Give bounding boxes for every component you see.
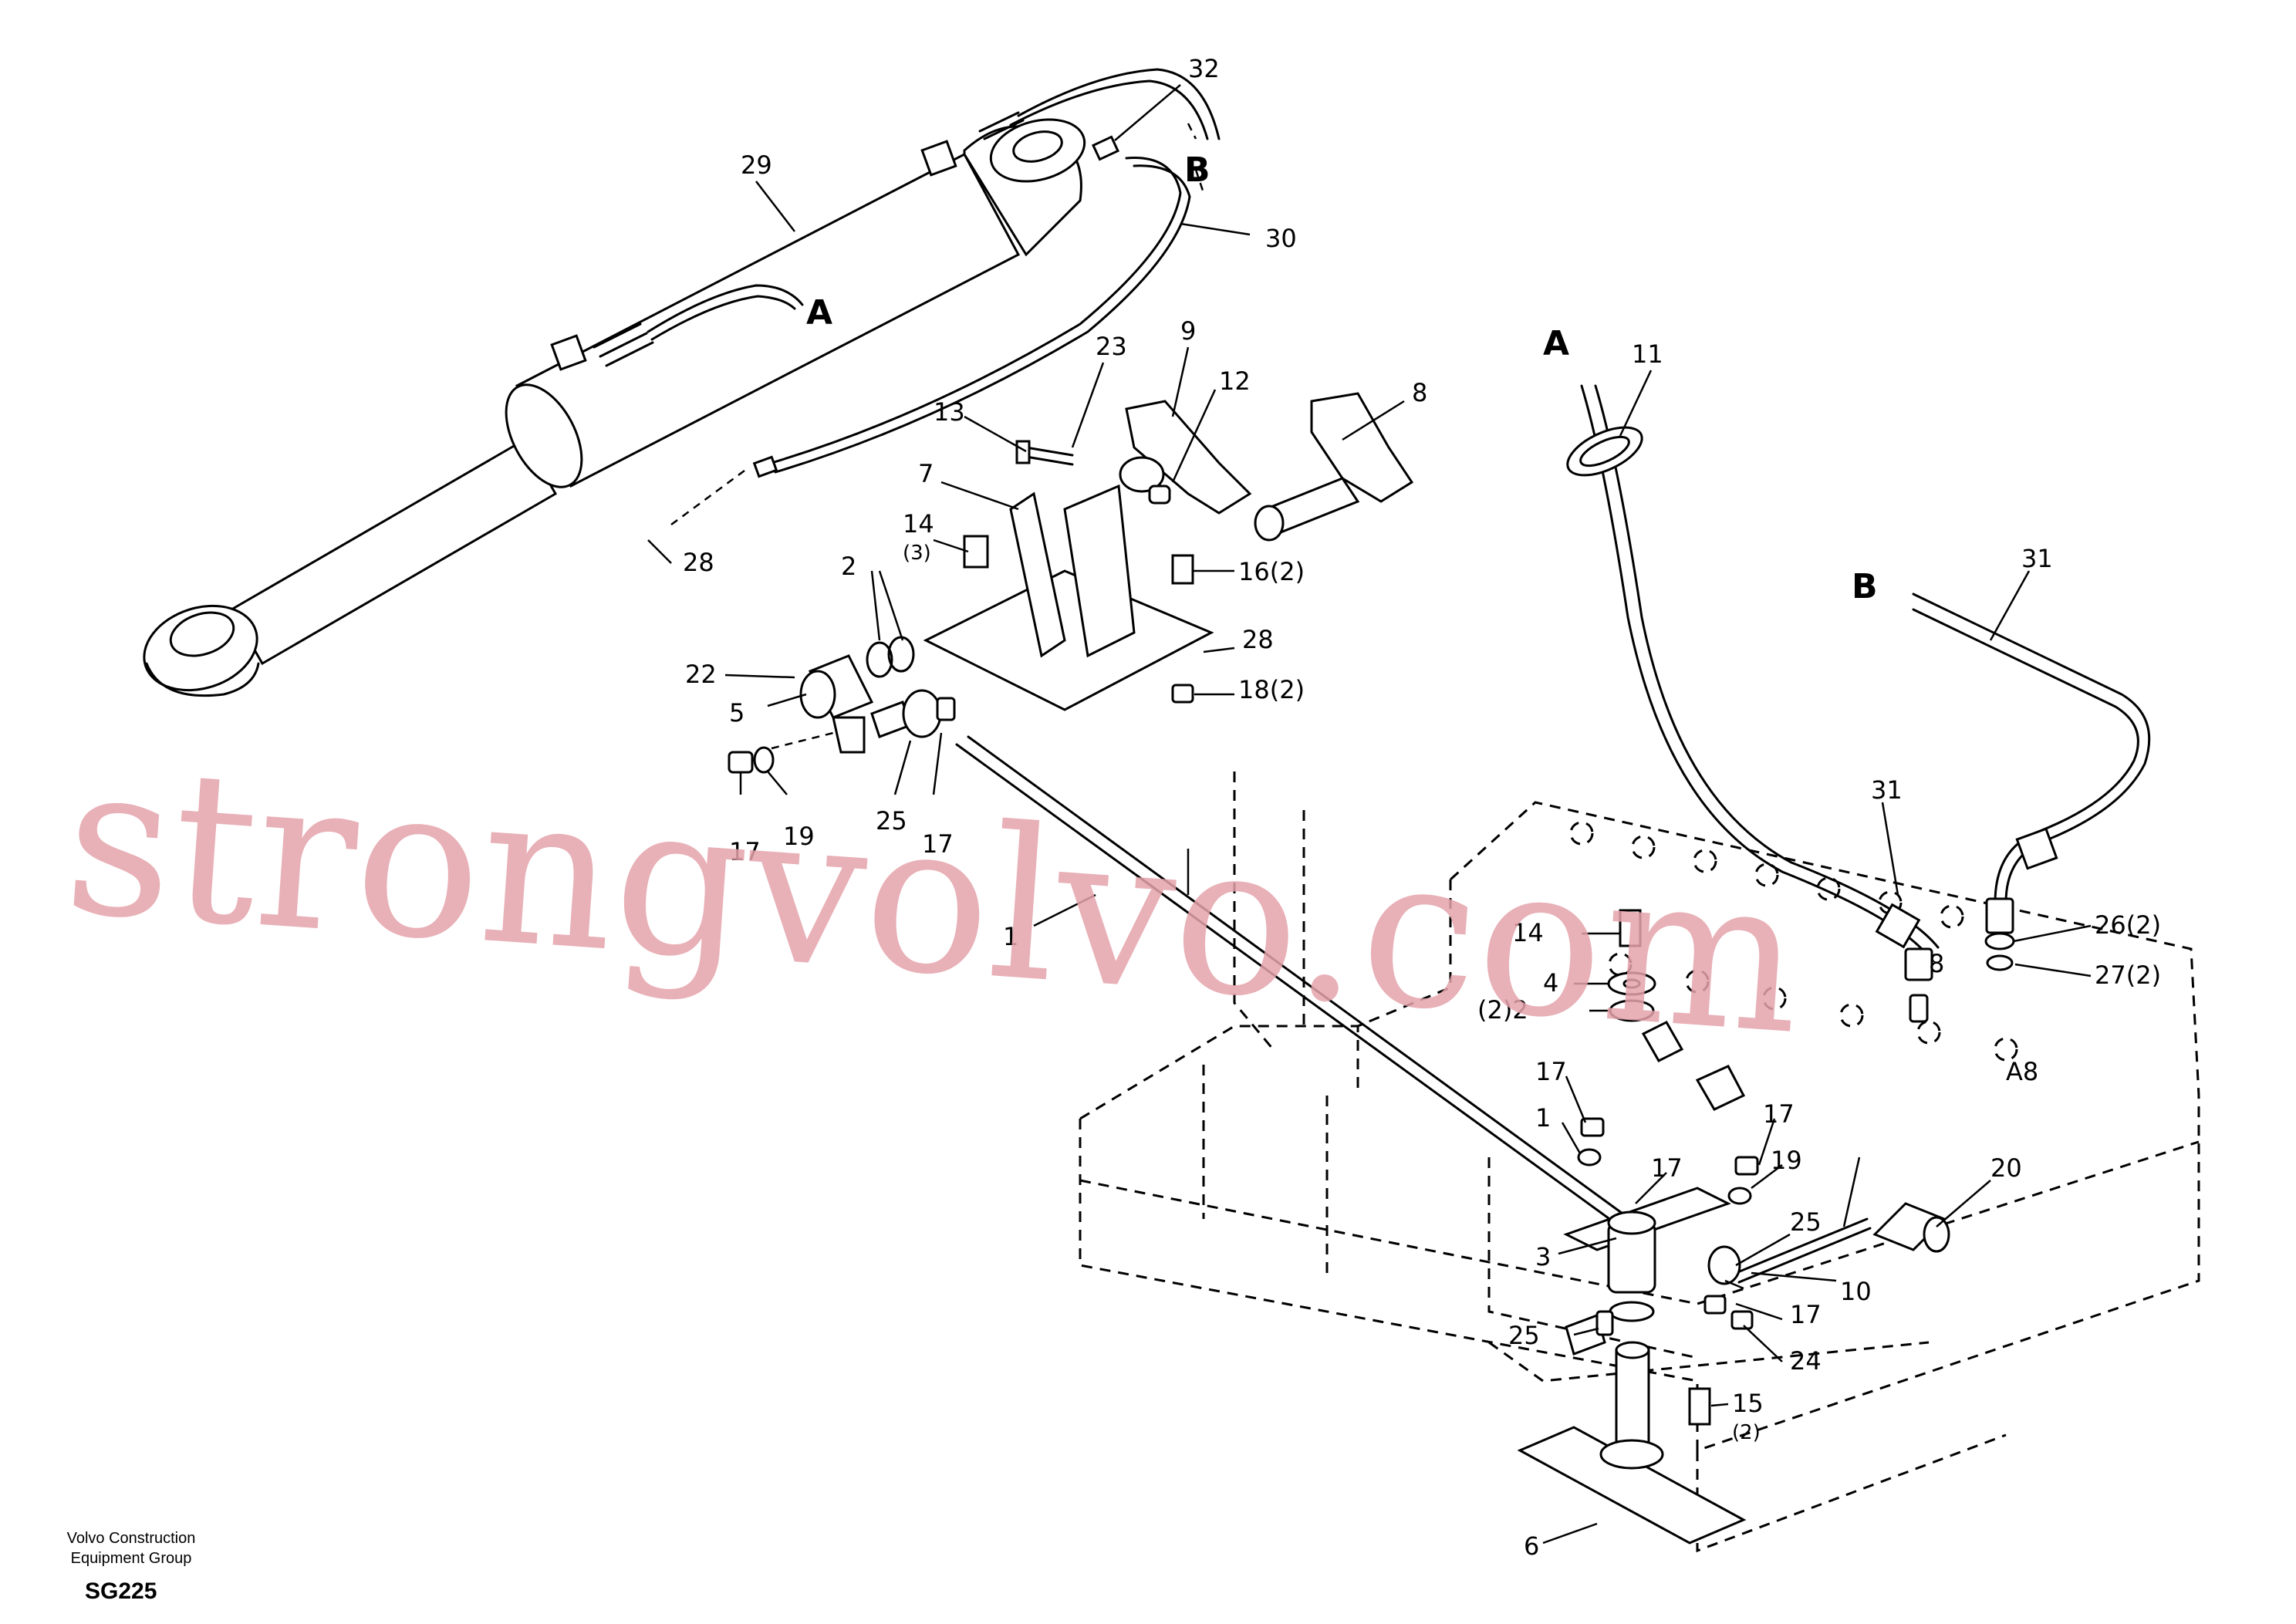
label-11: 11 xyxy=(1632,339,1663,369)
label-19-b: 19 xyxy=(1771,1146,1802,1175)
label-10: 10 xyxy=(1840,1277,1872,1306)
label-17-a: 17 xyxy=(922,829,954,859)
connection-letters: B A A B xyxy=(806,150,1878,606)
connection-b-upper: B xyxy=(1184,150,1210,190)
label-28-b: 28 xyxy=(1242,625,1274,654)
label-31-a: 31 xyxy=(2021,544,2053,573)
label-3: 3 xyxy=(1535,1242,1551,1271)
label-13: 13 xyxy=(934,397,965,427)
label-17-c: 17 xyxy=(1535,1057,1567,1086)
label-15-qty: (2) xyxy=(1732,1421,1761,1444)
label-19-a: 19 xyxy=(783,822,815,851)
label-7: 7 xyxy=(918,459,934,488)
label-17-d: 17 xyxy=(1651,1153,1683,1183)
label-17-b: 17 xyxy=(729,837,761,866)
label-6: 6 xyxy=(1524,1531,1539,1561)
footer-code: SG225 xyxy=(85,1578,157,1604)
label-24: 24 xyxy=(1790,1346,1822,1376)
label-17-f: 17 xyxy=(1790,1300,1822,1329)
label-20: 20 xyxy=(1990,1153,2022,1183)
label-9: 9 xyxy=(1180,316,1196,346)
label-14-upper: 14 xyxy=(903,509,934,539)
label-5: 5 xyxy=(729,698,745,728)
hydraulic-cylinder xyxy=(143,111,1086,697)
label-14-upper-qty: (3) xyxy=(903,542,931,565)
label-16: 16(2) xyxy=(1238,557,1305,586)
label-32: 32 xyxy=(1188,54,1220,83)
label-8-lower: 8 xyxy=(1929,949,1944,978)
label-30: 30 xyxy=(1265,224,1297,253)
pedals xyxy=(1119,392,1414,542)
label-31-b: 31 xyxy=(1871,775,1903,805)
footer-block: Volvo Construction Equipment Group SG225 xyxy=(67,1530,196,1604)
label-26: 26(2) xyxy=(2095,910,2161,940)
label-28-a: 28 xyxy=(683,548,714,577)
label-19-c: 1 xyxy=(1535,1103,1551,1133)
leader-lines xyxy=(647,84,2092,1545)
linkage-left xyxy=(728,636,1629,1228)
label-8-pedal: 8 xyxy=(1412,378,1427,407)
label-17-e: 17 xyxy=(1763,1099,1795,1129)
pedal-mounting-plate xyxy=(923,440,1214,711)
watermark: strongvolvo.com xyxy=(59,717,1809,1081)
label-12: 12 xyxy=(1219,366,1251,396)
connection-a-upper: A xyxy=(806,293,832,333)
label-25-a: 25 xyxy=(876,806,907,836)
pipes xyxy=(1566,384,2151,1023)
linkage-lower xyxy=(1517,909,1950,1545)
label-22: 22 xyxy=(685,660,717,689)
label-1: 1 xyxy=(1003,922,1018,951)
control-valve-hidden xyxy=(1079,771,2200,1553)
label-23: 23 xyxy=(1096,332,1127,361)
label-27: 27(2) xyxy=(2095,961,2161,990)
label-18: 18(2) xyxy=(1238,675,1305,704)
callout-labels: 32 30 29 23 9 12 8 13 7 14 (3) 16(2) 2 2… xyxy=(683,54,2161,1561)
cylinder-hoses xyxy=(647,68,1221,478)
footer-line-1: Volvo Construction xyxy=(67,1530,196,1547)
label-a8: A8 xyxy=(2006,1057,2038,1086)
label-14-lower: 14 xyxy=(1512,918,1544,947)
connection-b-pipe: B xyxy=(1852,567,1878,606)
label-15: 15 xyxy=(1732,1389,1764,1418)
label-2-upper: 2 xyxy=(841,552,856,581)
label-2-lower: (2)2 xyxy=(1477,995,1528,1025)
label-25-c: 25 xyxy=(1508,1321,1540,1350)
label-29: 29 xyxy=(741,150,772,180)
footer-line-2: Equipment Group xyxy=(71,1550,192,1567)
label-4: 4 xyxy=(1543,968,1558,998)
label-25-b: 25 xyxy=(1790,1207,1822,1237)
connection-a-pipe: A xyxy=(1543,324,1569,363)
